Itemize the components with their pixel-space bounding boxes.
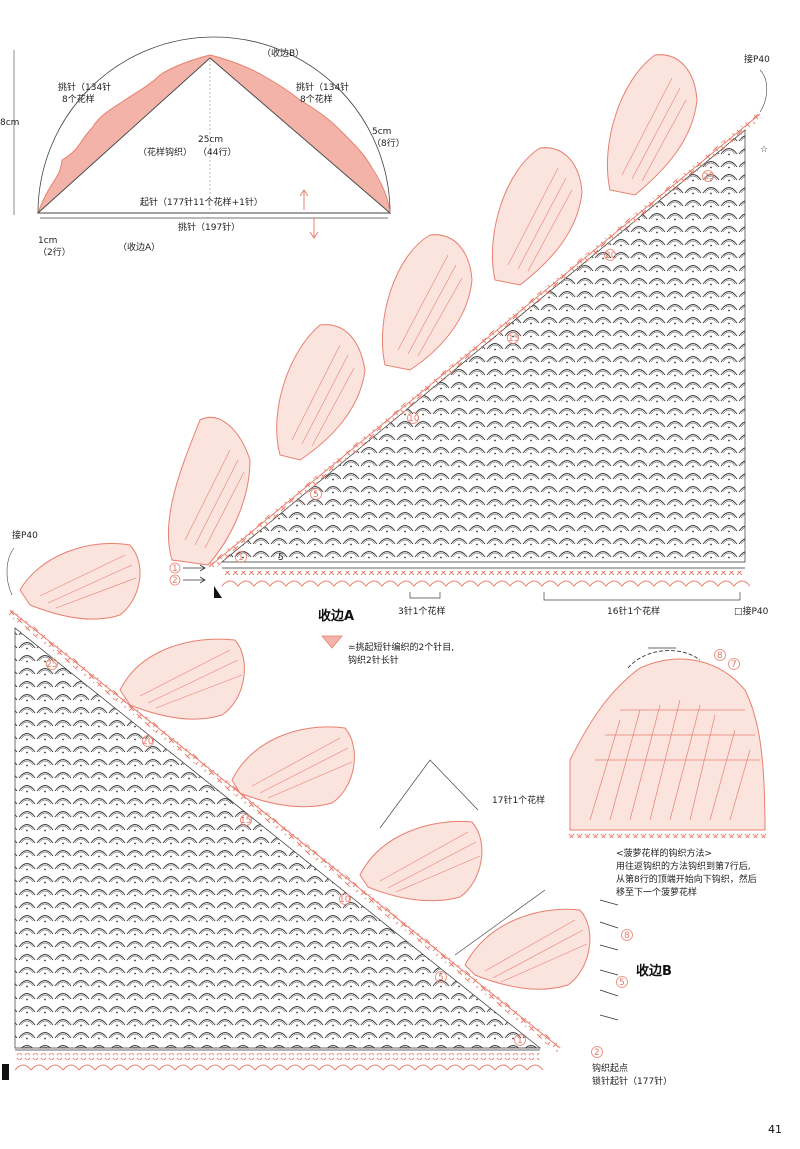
pickup-left-label: 挑针（134针 [58,81,111,93]
join-p40-left: 接P40 [12,529,38,541]
edge-a-title: 收边A [318,608,354,624]
star-marker: ☆ [760,145,768,155]
edge-a-bottom-label: （收边A） [118,241,160,253]
pineapple-row7-marker: 7 [731,660,737,670]
pineapple-method-3: 移至下一个菠萝花样 [616,886,697,898]
pineapple-row8-marker: 8 [717,651,723,661]
symbol-note-1: =挑起短针编织的2个针目, [348,641,454,653]
repeat-17-label: 17针1个花样 [492,794,545,806]
row-25-marker: 25 [703,172,714,182]
edge-b-row8-marker: 8 [624,931,630,941]
edge-a-row1 [222,571,745,578]
bottom-sc-row [15,1053,540,1060]
pattern-label: （花样钩织） [138,146,192,158]
lower-row-1-marker: 1 [517,1036,523,1046]
pineapple-detail-shape [569,658,766,831]
edge-b-row5-marker: 5 [619,978,625,988]
pineapple-detail: 8 7 <菠萝花样的钩织方法> 用往返钩织的方法钩织到第7行后, 从第8行的顶端… [566,647,766,898]
row-20-marker: 20 [605,251,617,261]
page-number: 41 [768,1123,782,1136]
edge-b-row2-marker: 2 [594,1048,600,1058]
upper-chart: 25 20 15 10 5 1 5 1 2 接P40 ☆ 3针1个花样 16针1… [167,53,770,666]
join-p40-top: 接P40 [744,53,770,65]
repeat-16-label: 16针1个花样 [607,605,660,617]
bottom-scallop-row [14,1064,544,1071]
pineapple-method-2: 从第8行的顶端开始向下钩织，然后 [616,873,757,885]
lower-chart: 25 20 15 10 5 1 接P40 17针1个花样 8 5 2 收边B 钩… [2,529,672,1087]
edge-cm-label: 5cm [372,127,391,137]
edge-b-title: 收边B [636,963,672,979]
pineapple-method-1: 用往返钩织的方法钩织到第7行后, [616,860,751,872]
symbol-note-2: 钩织2针长针 [348,654,399,666]
edge-a-row2 [221,580,751,587]
row-5-small-marker: 5 [278,553,284,563]
lower-row-10-marker: 10 [339,895,351,905]
upper-sc-border [207,112,763,571]
edge-rows-label: （8行） [372,137,405,149]
triangle-body [36,57,392,214]
row-10-marker: 10 [408,414,420,424]
height-label: 8cm [0,118,19,128]
edge-a-row2-marker: 2 [172,576,178,586]
pickup-left-label2: 8个花样 [62,93,95,105]
edge-b-label: （收边B） [262,47,304,59]
semicircle-outline [37,36,391,214]
lower-row-15-marker: 15 [240,816,251,826]
start-point-label: 钩织起点 [592,1062,628,1074]
start-chain-label: 起针（177针11个花样+1针） [140,196,263,208]
lower-fan-mesh [14,627,541,1049]
row-5-marker: 5 [313,490,319,500]
pickup-bottom-label: 挑针（197针） [178,221,240,233]
shawl-schematic: 挑针（134针 8个花样 挑针（134针 8个花样 （收边B） 8cm 25cm… [0,36,405,258]
rows2-label: （2行） [38,246,71,258]
lower-row-25-marker: 25 [46,660,57,670]
dc2tog-symbol [321,635,343,649]
repeat-3-label: 3针1个花样 [398,605,445,617]
pickup-right-label: 挑针（134针 [296,81,349,93]
lower-row-5-marker: 5 [438,973,444,983]
row-15-marker: 15 [508,334,519,344]
pineapple-method-title: <菠萝花样的钩织方法> [616,847,712,859]
lower-sc-border [7,609,563,1053]
depth-rows-label: （44行） [198,146,236,158]
depth-cm-label: 25cm [198,135,223,145]
cm1-label: 1cm [38,236,57,246]
edge-a-row1-marker: 1 [172,564,178,574]
join-p40-mid: □接P40 [734,605,769,617]
lower-row-20-marker: 20 [142,737,154,747]
row-1-marker: 1 [238,553,244,563]
chain-start-label: 锁针起针（177针） [592,1075,672,1087]
pickup-right-label2: 8个花样 [300,93,333,105]
